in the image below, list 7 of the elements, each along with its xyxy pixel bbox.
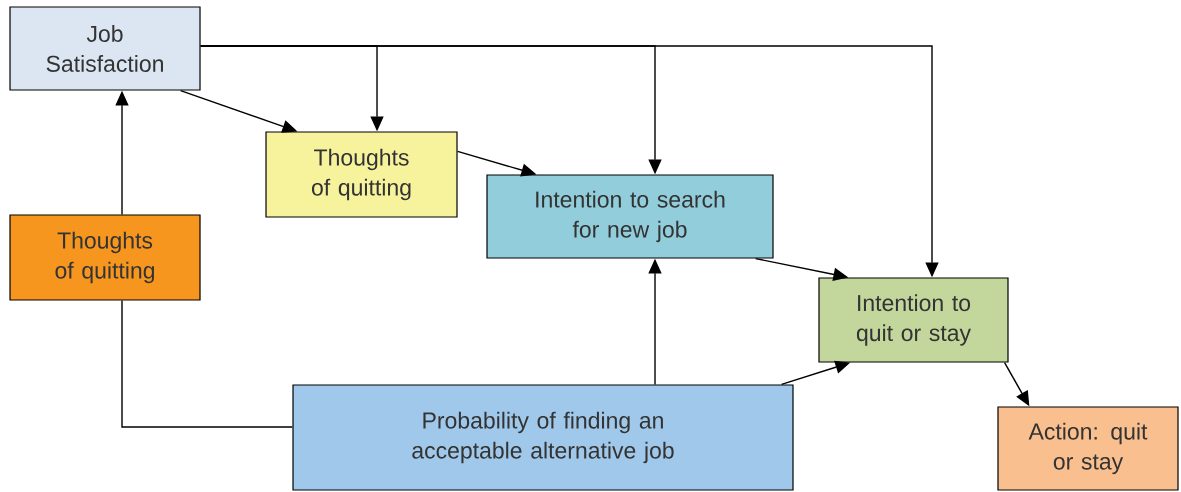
process-box: Intention to search for new job [486, 174, 774, 259]
process-box: Probability of finding an acceptable alternative job [292, 384, 794, 491]
process-box: Job Satisfaction [9, 6, 201, 91]
process-box: Thoughts of quitting [9, 214, 201, 301]
process-box: Intention to quit or stay [818, 277, 1009, 363]
process-box: Action: quit or stay [997, 406, 1179, 491]
process-box: Thoughts of quitting [265, 131, 458, 218]
